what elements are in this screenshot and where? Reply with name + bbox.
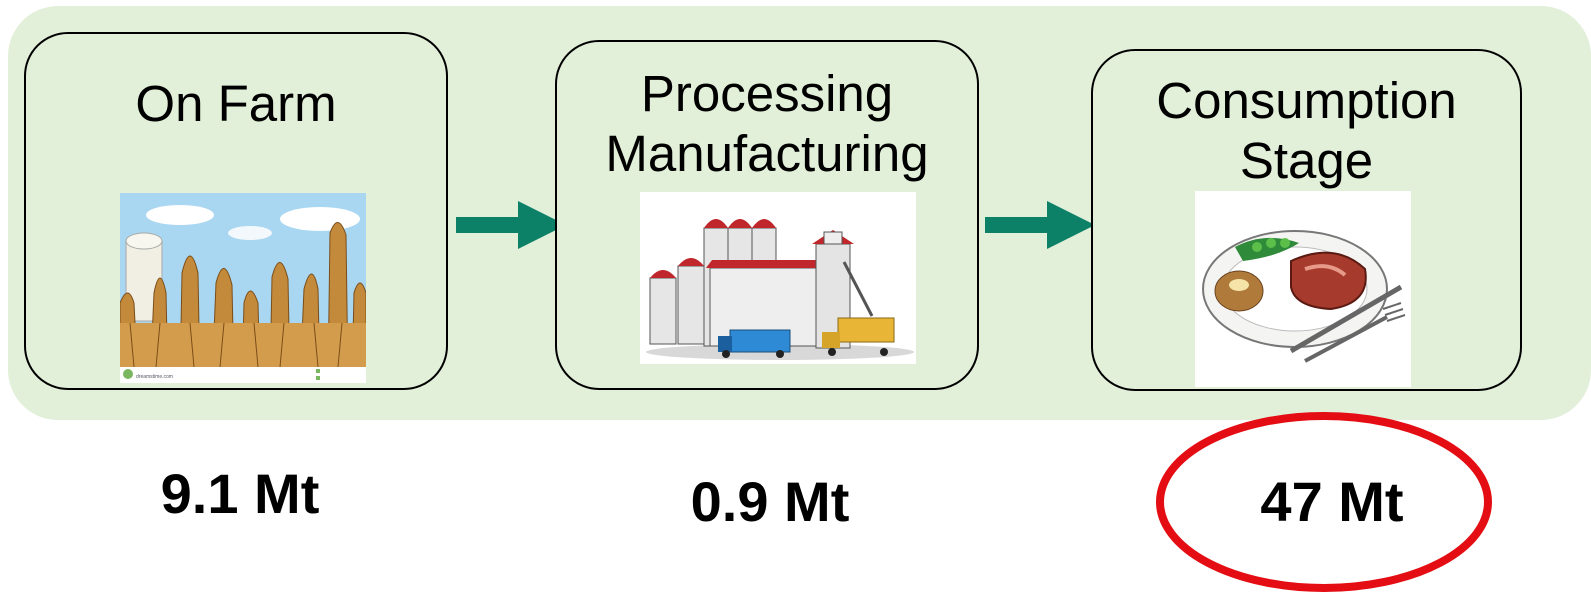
stage-title: Consumption Stage (1156, 72, 1457, 189)
right-arrow-icon (456, 201, 566, 249)
stage-value-consumption: 47 Mt (1260, 470, 1404, 533)
right-arrow-icon (985, 201, 1095, 249)
stage-title: Processing Manufacturing (605, 65, 929, 182)
stage-value-processing: 0.9 Mt (690, 470, 850, 533)
stage-consumption: Consumption Stage (1091, 49, 1522, 391)
watermark-text: dreamstime.com (136, 374, 173, 380)
steak-dinner-image (1195, 191, 1411, 387)
highlight-ellipse (1156, 412, 1492, 592)
stage-processing-manufacturing: Processing Manufacturing (555, 40, 979, 390)
grain-elevator-image (640, 192, 916, 364)
stage-title: On Farm (135, 75, 337, 132)
wheat-field-image: dreamstime.com (120, 193, 366, 383)
stage-value-on-farm: 9.1 Mt (160, 462, 320, 525)
stage-on-farm: On Farm (24, 32, 448, 390)
